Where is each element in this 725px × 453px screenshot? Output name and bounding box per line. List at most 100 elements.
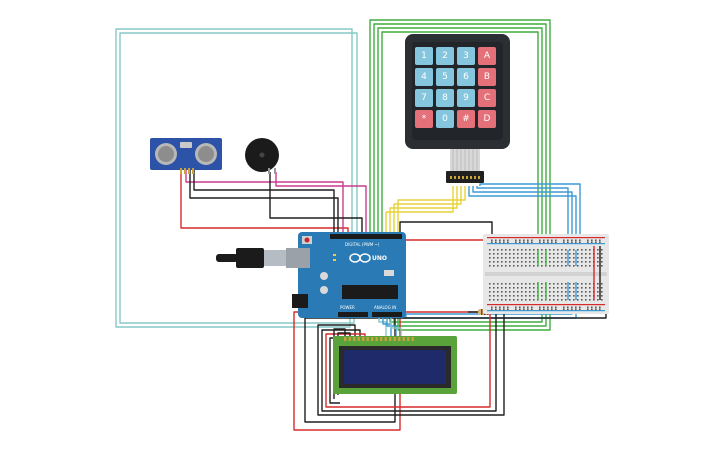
breadboard-hole[interactable] [509, 257, 511, 259]
breadboard-hole[interactable] [501, 249, 503, 251]
breadboard-rail-hole[interactable] [551, 239, 553, 242]
breadboard-hole[interactable] [521, 287, 523, 289]
breadboard-hole[interactable] [489, 261, 491, 263]
keypad-key-1-3[interactable] [478, 68, 496, 86]
keypad-key-1-1[interactable] [436, 68, 454, 86]
breadboard-hole[interactable] [489, 291, 491, 293]
breadboard-hole[interactable] [553, 257, 555, 259]
breadboard-hole[interactable] [493, 249, 495, 251]
breadboard-hole[interactable] [553, 261, 555, 263]
breadboard-rail-hole[interactable] [587, 239, 589, 242]
breadboard-hole[interactable] [557, 299, 559, 301]
breadboard-hole[interactable] [569, 261, 571, 263]
breadboard-hole[interactable] [541, 287, 543, 289]
keypad-key-0-1[interactable] [436, 47, 454, 65]
keypad-key-2-2[interactable] [457, 89, 475, 107]
breadboard-rail-hole[interactable] [491, 239, 493, 242]
breadboard-hole[interactable] [553, 265, 555, 267]
breadboard-hole[interactable] [561, 249, 563, 251]
breadboard-hole[interactable] [493, 291, 495, 293]
breadboard-hole[interactable] [497, 299, 499, 301]
breadboard-hole[interactable] [521, 257, 523, 259]
breadboard-rail-hole[interactable] [507, 241, 509, 244]
breadboard-hole[interactable] [497, 287, 499, 289]
breadboard-hole[interactable] [597, 257, 599, 259]
breadboard-hole[interactable] [565, 257, 567, 259]
breadboard-hole[interactable] [529, 261, 531, 263]
breadboard-hole[interactable] [525, 283, 527, 285]
breadboard-hole[interactable] [517, 253, 519, 255]
breadboard-hole[interactable] [513, 287, 515, 289]
breadboard-hole[interactable] [601, 253, 603, 255]
breadboard-hole[interactable] [549, 287, 551, 289]
breadboard-hole[interactable] [501, 291, 503, 293]
breadboard-hole[interactable] [565, 249, 567, 251]
breadboard-hole[interactable] [521, 295, 523, 297]
breadboard-rail-hole[interactable] [539, 239, 541, 242]
keypad-key-2-1[interactable] [436, 89, 454, 107]
breadboard-hole[interactable] [573, 261, 575, 263]
breadboard-rail-hole[interactable] [563, 306, 565, 309]
breadboard-hole[interactable] [581, 257, 583, 259]
breadboard-rail-hole[interactable] [531, 306, 533, 309]
breadboard-hole[interactable] [505, 265, 507, 267]
breadboard-hole[interactable] [493, 287, 495, 289]
breadboard-hole[interactable] [553, 295, 555, 297]
keypad-key-2-0[interactable] [415, 89, 433, 107]
breadboard-hole[interactable] [497, 253, 499, 255]
breadboard-hole[interactable] [601, 249, 603, 251]
breadboard-hole[interactable] [517, 265, 519, 267]
breadboard-rail-hole[interactable] [547, 308, 549, 311]
breadboard-hole[interactable] [501, 283, 503, 285]
breadboard-hole[interactable] [513, 291, 515, 293]
breadboard-hole[interactable] [557, 249, 559, 251]
breadboard-hole[interactable] [509, 261, 511, 263]
breadboard-rail-hole[interactable] [531, 241, 533, 244]
breadboard-rail-hole[interactable] [543, 241, 545, 244]
breadboard-hole[interactable] [577, 291, 579, 293]
breadboard-hole[interactable] [505, 283, 507, 285]
breadboard-hole[interactable] [533, 291, 535, 293]
breadboard-hole[interactable] [521, 249, 523, 251]
breadboard-hole[interactable] [597, 265, 599, 267]
breadboard-hole[interactable] [549, 257, 551, 259]
breadboard-rail-hole[interactable] [595, 308, 597, 311]
breadboard-rail-hole[interactable] [527, 306, 529, 309]
breadboard-rail-hole[interactable] [539, 241, 541, 244]
breadboard-hole[interactable] [589, 295, 591, 297]
breadboard-rail-hole[interactable] [519, 239, 521, 242]
breadboard-hole[interactable] [513, 283, 515, 285]
breadboard-hole[interactable] [517, 299, 519, 301]
breadboard-rail-hole[interactable] [579, 241, 581, 244]
breadboard-hole[interactable] [529, 291, 531, 293]
breadboard-hole[interactable] [533, 265, 535, 267]
breadboard-rail-hole[interactable] [575, 308, 577, 311]
breadboard-hole[interactable] [493, 265, 495, 267]
breadboard-hole[interactable] [589, 287, 591, 289]
breadboard-hole[interactable] [525, 291, 527, 293]
breadboard-hole[interactable] [549, 295, 551, 297]
breadboard-hole[interactable] [489, 253, 491, 255]
breadboard-hole[interactable] [501, 265, 503, 267]
breadboard-hole[interactable] [521, 265, 523, 267]
breadboard-rail-hole[interactable] [591, 308, 593, 311]
breadboard-rail-hole[interactable] [599, 241, 601, 244]
breadboard-rail-hole[interactable] [523, 239, 525, 242]
breadboard-hole[interactable] [589, 291, 591, 293]
breadboard-rail-hole[interactable] [579, 306, 581, 309]
breadboard-rail-hole[interactable] [539, 308, 541, 311]
breadboard-rail-hole[interactable] [515, 306, 517, 309]
breadboard-hole[interactable] [505, 291, 507, 293]
breadboard-hole[interactable] [501, 257, 503, 259]
breadboard-hole[interactable] [557, 291, 559, 293]
breadboard-hole[interactable] [541, 257, 543, 259]
breadboard-hole[interactable] [513, 295, 515, 297]
breadboard-rail-hole[interactable] [579, 239, 581, 242]
breadboard-hole[interactable] [569, 253, 571, 255]
breadboard-rail-hole[interactable] [539, 306, 541, 309]
breadboard-hole[interactable] [545, 249, 547, 251]
breadboard-hole[interactable] [497, 257, 499, 259]
breadboard-hole[interactable] [581, 295, 583, 297]
breadboard-hole[interactable] [597, 291, 599, 293]
breadboard-hole[interactable] [493, 283, 495, 285]
